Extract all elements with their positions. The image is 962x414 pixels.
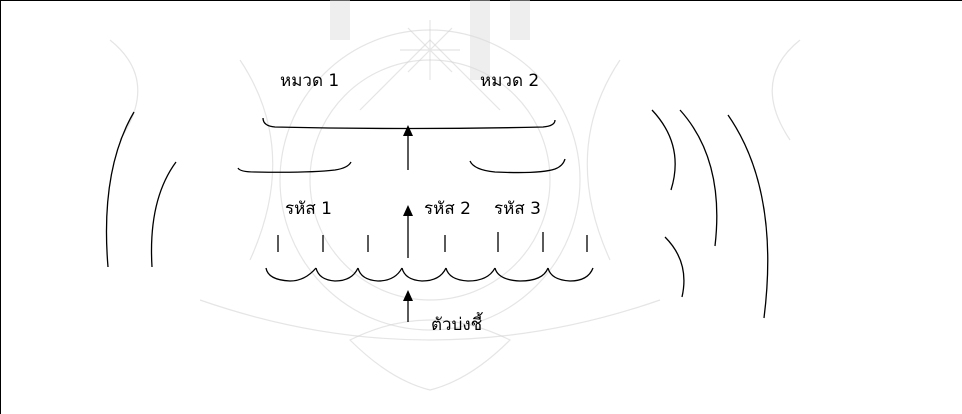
code-label-1: รหัส 1 — [285, 199, 332, 219]
small-brace — [445, 267, 496, 282]
right-paren-4 — [727, 114, 769, 319]
category-label-2: หมวด 2 — [480, 71, 539, 91]
small-brace — [547, 267, 594, 282]
top-group-brace — [262, 117, 556, 130]
code-label-2: รหัส 2 — [424, 199, 471, 219]
small-brace — [357, 267, 403, 282]
right-category-brace — [469, 158, 566, 174]
right-paren-1 — [651, 109, 676, 191]
small-brace — [401, 267, 447, 282]
small-brace — [265, 267, 317, 282]
category-label-1: หมวด 1 — [280, 71, 339, 91]
right-paren-3 — [679, 109, 718, 247]
small-brace — [494, 267, 549, 282]
right-paren-2 — [664, 236, 685, 298]
left-category-brace — [237, 161, 352, 173]
indicator-label: ตัวบ่งชี้ — [431, 312, 483, 335]
indicator-ticks — [277, 232, 588, 252]
code-label-3: รหัส 3 — [494, 199, 541, 219]
indicator-braces — [265, 267, 594, 282]
arrow-up-middle-head — [403, 205, 413, 216]
left-paren-inner — [150, 161, 177, 268]
small-brace — [315, 267, 359, 282]
arrow-up-bottom-head — [403, 290, 413, 301]
watermark-seal — [109, 0, 801, 391]
left-paren-outer — [105, 111, 135, 268]
arrow-up-top-head — [403, 125, 413, 136]
